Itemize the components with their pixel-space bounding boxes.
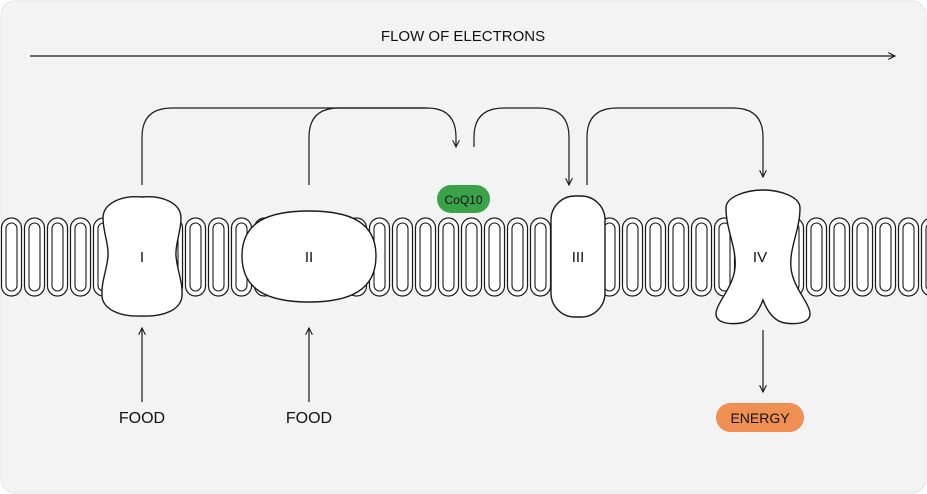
arc-complex3-to-complex4 [586,107,763,185]
complex-3-shape [550,195,606,318]
complex-2-shape [241,210,377,303]
complex-2-label: II [305,249,313,266]
membrane-unit-inner [810,222,823,292]
membrane-unit-inner [695,222,708,292]
complex-1-label: I [140,249,144,266]
complex-1-shape [101,196,183,317]
coq10-label: CoQ10 [444,193,482,207]
food-1-label: FOOD [119,410,165,427]
membrane-unit-inner [672,222,685,292]
complex-4-shape [715,189,811,325]
food-2-label: FOOD [286,410,332,427]
coq10-badge: CoQ10 [437,185,490,213]
membrane-unit-inner [649,222,662,292]
membrane-unit-inner [465,222,478,292]
membrane-unit-inner [212,222,225,292]
membrane-unit-inner [626,222,639,292]
complex-4: IV [715,189,811,325]
membrane-unit-inner [5,222,18,292]
energy-pill [716,403,804,432]
membrane-unit-inner [442,222,455,292]
complex-3: III [550,195,606,318]
membrane-unit-inner [396,222,409,292]
membrane-unit-inner [718,222,731,292]
flow-label: FLOW OF ELECTRONS [381,28,545,45]
membrane-unit-inner [902,222,915,292]
membrane-unit-inner [833,222,846,292]
membrane-unit-inner [419,222,432,292]
complex-2: II [241,210,377,303]
energy-label: ENERGY [730,410,790,426]
membrane-unit-inner [74,222,87,292]
membrane-unit-inner [856,222,869,292]
coq10-pill [437,185,490,213]
membrane-unit-inner [534,222,547,292]
complex-4-label: IV [753,249,767,266]
complex-3-label: III [572,249,585,266]
membrane-unit-inner [511,222,524,292]
membrane-unit-inner [488,222,501,292]
membrane-unit-inner [51,222,64,292]
arc-complex1-to-coq10 [141,107,456,185]
arc-coq10-to-complex3 [473,107,569,185]
arc-complex2-to-coq10 [308,107,427,185]
membrane-unit-inner [189,222,202,292]
membrane-unit-inner [879,222,892,292]
energy-badge: ENERGY [716,403,804,432]
membrane-unit-inner [28,222,41,292]
complex-1: I [101,196,183,317]
electron-arcs [141,107,763,185]
